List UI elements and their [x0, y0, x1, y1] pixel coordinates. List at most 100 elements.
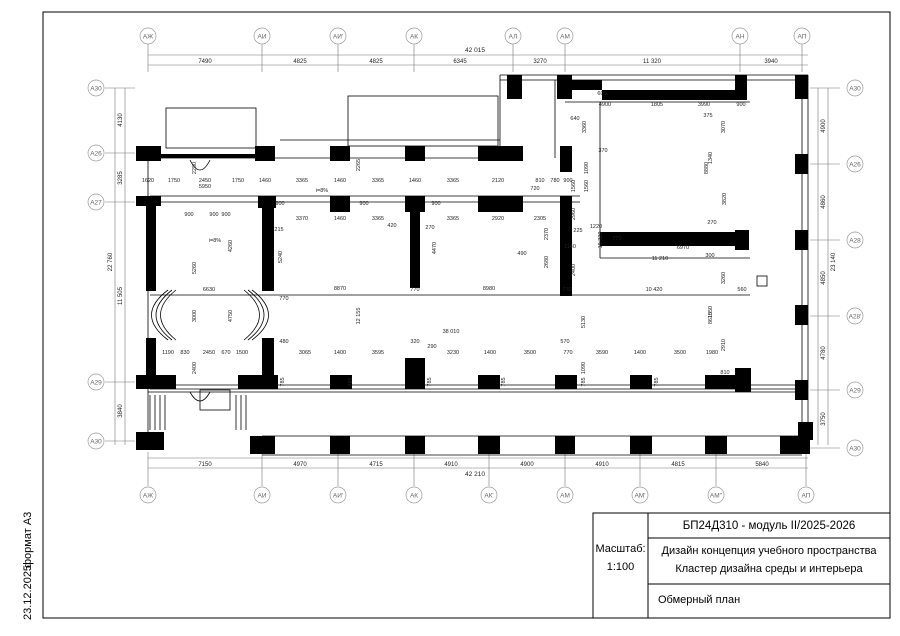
dim-top-1: 4825	[293, 59, 307, 65]
dim-interior-29: 420	[387, 223, 396, 229]
axis-left-2-circle	[87, 193, 105, 211]
dim-interior-57: 320	[410, 339, 419, 345]
dim-interior-77: 2910	[721, 339, 727, 351]
dim-interior-63: 770	[563, 350, 572, 356]
walls-and-columns	[136, 75, 813, 454]
dim-interior-47: 38 010	[443, 329, 460, 335]
dim-interior-0: 1620	[142, 178, 154, 184]
dim-interior-107: 1220	[590, 224, 602, 230]
dim-interior-1: 1750	[168, 178, 180, 184]
dim-interior-95: 1560	[584, 180, 590, 192]
dim-interior-13: 900	[563, 178, 572, 184]
dim-interior-91: 1340	[708, 152, 714, 164]
dim-interior-43: 3000	[192, 310, 198, 322]
dim-interior-5: 3365	[296, 178, 308, 184]
dim-top-6: 3940	[764, 59, 778, 65]
axis-left-4-label: А30	[90, 439, 102, 446]
axis-left-1-circle	[87, 144, 105, 162]
axis-bottom-2-circle	[329, 486, 347, 504]
dim-interior-34: 2400	[571, 264, 577, 276]
dim-interior-55: 1400	[334, 350, 346, 356]
title-block-frame	[592, 512, 891, 619]
axis-left-0-circle	[87, 79, 105, 97]
axis-bottom-0-circle	[139, 486, 157, 504]
dim-interior-98: 19 320	[598, 232, 604, 249]
dim-interior-86: 375	[703, 113, 712, 119]
axis-top-4-label: АЛ	[509, 34, 518, 41]
dim-interior-69: 785	[280, 377, 286, 386]
sheet-format: формат А3	[22, 511, 34, 568]
dim-interior-17: 900	[221, 212, 230, 218]
dim-interior-24: 5260	[192, 262, 198, 274]
dim-interior-10: 2120	[492, 178, 504, 184]
dim-bottom-0: 7150	[198, 462, 212, 468]
dim-interior-19: 1460	[334, 216, 346, 222]
dim-interior-42: 560	[737, 287, 746, 293]
dim-interior-75: 785	[654, 377, 660, 386]
dim-right-1: 4860	[821, 195, 827, 209]
dim-interior-74: 1090	[581, 362, 587, 374]
dim-interior-113: 900	[359, 201, 368, 207]
project-code: БП24Д310 - модуль II/2025-2026	[682, 519, 856, 532]
dim-interior-21: 3365	[447, 216, 459, 222]
axis-left-4-circle	[87, 432, 105, 450]
dim-interior-96: 3820	[722, 193, 728, 205]
axis-bottom-8-label: АП	[802, 493, 811, 500]
dim-interior-104: 11 210	[652, 256, 668, 262]
dim-right-3: 23 140	[831, 252, 837, 271]
dim-interior-51: 670	[221, 350, 230, 356]
dim-interior-80: 3260	[721, 272, 727, 284]
axis-bottom-4-label: АК'	[484, 493, 493, 500]
dim-right-5: 3750	[821, 412, 827, 426]
axis-top-0-label: АЖ	[143, 34, 153, 41]
dim-interior-108: 225	[573, 228, 582, 234]
dim-interior-103: 300	[705, 253, 714, 259]
sheet-name: Обмерный план	[658, 594, 741, 606]
axis-top-2-circle	[329, 27, 347, 45]
axis-right-1-circle	[846, 155, 864, 173]
dim-interior-83: 1805	[651, 102, 663, 108]
axis-top-1-label: АИ	[257, 34, 266, 41]
dim-interior-76: 810	[720, 370, 729, 376]
axis-right-1-label: А26	[849, 162, 861, 169]
axis-left-3-label: А29	[90, 380, 102, 387]
dim-left-2: 22 760	[108, 252, 114, 271]
dim-left-3: 11 505	[118, 286, 124, 305]
dim-interior-97: 2960	[571, 208, 577, 220]
axis-right-2-label: А28	[849, 238, 861, 245]
dim-interior-45: 12 155	[356, 308, 362, 325]
dim-interior-18: 3370	[296, 216, 308, 222]
dim-interior-39: 8980	[483, 286, 495, 292]
dim-interior-15: i=8%	[316, 188, 328, 194]
dim-interior-46: 5130	[581, 316, 587, 328]
dim-interior-89: 370	[598, 148, 607, 154]
dim-right-0: 4900	[821, 119, 827, 133]
dim-left-1: 3285	[118, 171, 124, 185]
dim-interior-102: 6970	[677, 245, 689, 251]
axis-left-1-label: А26	[90, 151, 102, 158]
axis-bottom-5-label: АМ	[560, 493, 570, 500]
dim-interior-31: 4470	[432, 242, 438, 254]
dim-bottom-1: 4970	[293, 462, 307, 468]
dim-interior-73: 785	[581, 377, 587, 386]
dim-interior-36: 770	[279, 296, 288, 302]
dim-interior-81: 600	[597, 91, 606, 97]
axis-bottom-3-circle	[405, 486, 423, 504]
axis-top-3-circle	[405, 27, 423, 45]
axis-bottom-6-label: АМ'	[635, 493, 646, 500]
axis-bottom-7-circle	[707, 486, 725, 504]
axis-top-5-circle	[556, 27, 574, 45]
dim-interior-25: 4260	[228, 240, 234, 252]
dim-bottom-3: 4910	[444, 462, 458, 468]
dim-top-3: 6345	[453, 59, 467, 65]
axis-right-2-circle	[846, 231, 864, 249]
dim-interior-87: 640	[570, 116, 579, 122]
axis-right-0-circle	[846, 79, 864, 97]
project-title-line2: Кластер дизайна среды и интерьера	[675, 563, 863, 575]
dim-interior-41: 10 420	[646, 287, 663, 293]
dim-interior-82: 4900	[599, 102, 611, 108]
axis-bottom-2-label: АИ'	[333, 493, 343, 500]
dim-interior-72: 785	[501, 377, 507, 386]
